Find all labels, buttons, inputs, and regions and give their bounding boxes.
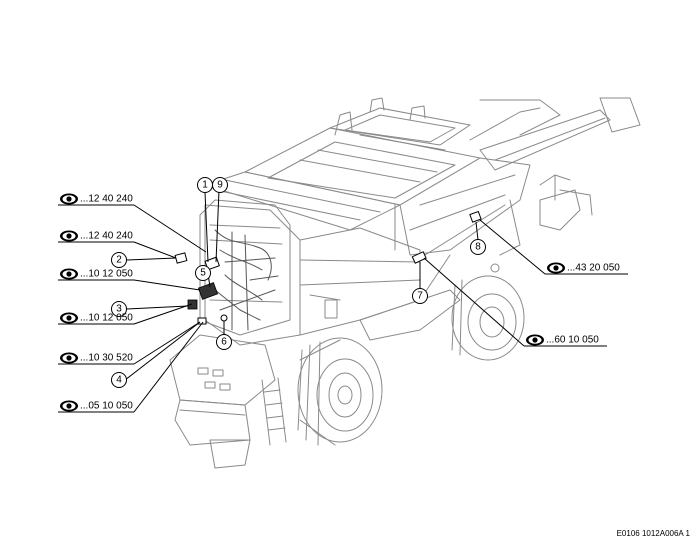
component-8 — [469, 210, 482, 223]
reference-5: ...10 30 520 — [58, 352, 134, 365]
reference-text-6: ...05 10 050 — [80, 401, 133, 412]
reference-4: ...10 12 050 — [58, 312, 134, 325]
eye-icon — [547, 262, 565, 274]
callout-label-9: 9 — [217, 180, 223, 191]
figure-code: E0106 1012A006A 1 — [617, 529, 691, 538]
leader-lines — [124, 189, 546, 413]
component-7 — [411, 251, 427, 264]
reference-6: ...05 10 050 — [58, 400, 134, 413]
component-6 — [220, 314, 228, 322]
component-5-unit — [197, 282, 219, 300]
callout-label-5: 5 — [200, 268, 206, 279]
combine-harvester-drawing — [169, 97, 641, 469]
eye-icon — [60, 312, 78, 324]
callout-4: 4 — [111, 372, 127, 388]
callout-label-7: 7 — [417, 291, 423, 302]
callout-6: 6 — [216, 334, 232, 350]
callout-label-6: 6 — [221, 337, 227, 348]
eye-icon — [526, 334, 544, 346]
reference-text-4: ...10 12 050 — [80, 313, 133, 324]
reference-text-1: ...12 40 240 — [80, 194, 133, 205]
reference-text-8: ...60 10 050 — [546, 335, 599, 346]
component-2 — [174, 252, 188, 264]
components — [174, 210, 482, 325]
eye-icon — [60, 230, 78, 242]
callout-label-2: 2 — [116, 255, 122, 266]
reference-3: ...10 12 050 — [58, 268, 134, 281]
component-3 — [187, 299, 198, 310]
eye-icon — [60, 193, 78, 205]
callout-7: 7 — [412, 288, 428, 304]
callout-5: 5 — [195, 265, 211, 281]
reference-text-5: ...10 30 520 — [80, 353, 133, 364]
callout-2: 2 — [111, 252, 127, 268]
reference-text-7: ...43 20 050 — [567, 263, 620, 274]
eye-icon — [60, 400, 78, 412]
reference-text-3: ...10 12 050 — [80, 269, 133, 280]
callout-label-3: 3 — [116, 304, 122, 315]
callout-label-1: 1 — [202, 180, 208, 191]
callout-9: 9 — [212, 177, 228, 193]
reference-2: ...12 40 240 — [58, 230, 134, 243]
callout-3: 3 — [111, 301, 127, 317]
eye-icon — [60, 268, 78, 280]
eye-icon — [60, 352, 78, 364]
reference-1: ...12 40 240 — [58, 193, 134, 206]
callout-8: 8 — [470, 239, 486, 255]
reference-8: ...60 10 050 — [524, 334, 607, 347]
callout-label-8: 8 — [475, 242, 481, 253]
reference-text-2: ...12 40 240 — [80, 231, 133, 242]
reference-7: ...43 20 050 — [545, 262, 628, 275]
callout-1: 1 — [197, 177, 213, 193]
callout-label-4: 4 — [116, 375, 122, 386]
